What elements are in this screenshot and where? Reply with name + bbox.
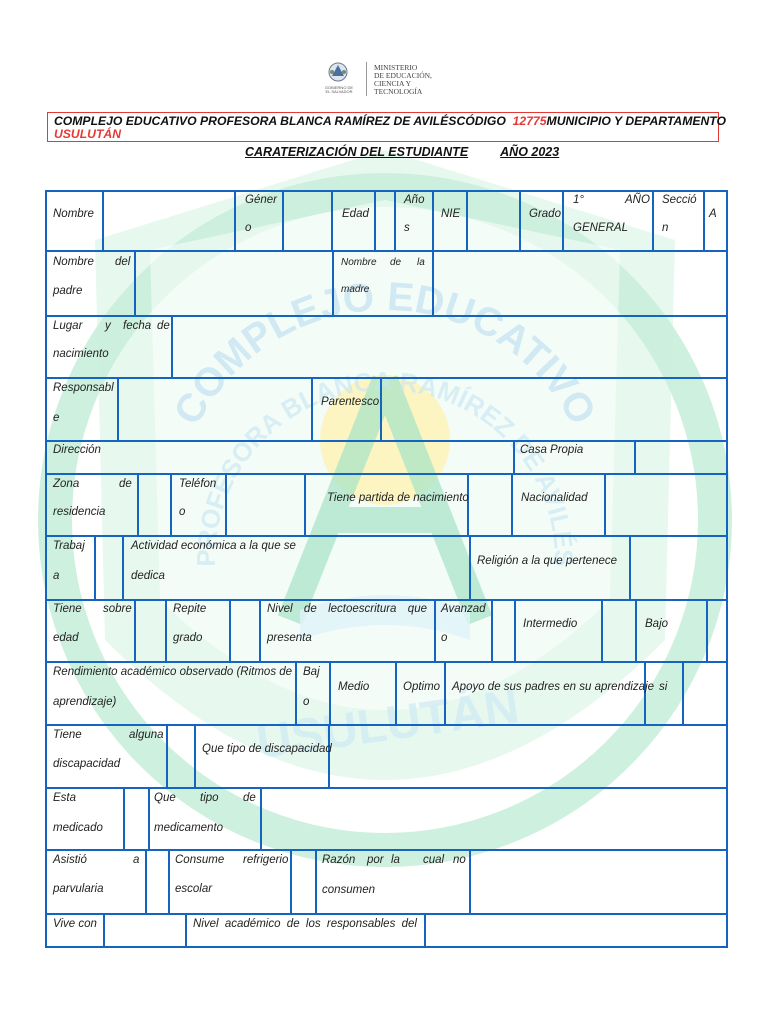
label-optimo: Optimo: [403, 681, 441, 693]
label-nivel-2: presenta: [267, 632, 312, 644]
label-rend-bajo-2: o: [303, 696, 310, 708]
label-tipo-discapacidad: Que tipo de discapacidad: [202, 743, 332, 755]
label-apoyo-padres: Apoyo de sus padres en su aprendizaje: [452, 681, 655, 693]
grado-value-3: GENERAL: [573, 222, 628, 234]
label-telefono-1: Teléfon: [179, 478, 217, 490]
label-casa-propia: Casa Propia: [520, 444, 584, 456]
label-edad: Edad: [342, 208, 369, 220]
label-actividad-1: Actividad económica a la que se: [131, 540, 296, 552]
label-razon-2: por: [367, 854, 384, 866]
label-medicamento-4: medicamento: [154, 822, 224, 834]
school-header: COMPLEJO EDUCATIVO PROFESORA BLANCA RAMÍ…: [47, 112, 726, 142]
label-intermedio: Intermedio: [523, 618, 578, 630]
label-discapacidad-2: alguna: [129, 729, 164, 741]
label-refrigerio-2: refrigerio: [243, 854, 289, 866]
label-nombre-madre-3: la: [417, 257, 425, 268]
label-medicamento-3: de: [243, 792, 256, 804]
label-anos-1: Año: [404, 194, 425, 206]
label-nombre-padre-1: Nombre: [53, 256, 94, 268]
label-religion: Religión a la que pertenece: [477, 555, 618, 567]
label-genero-2: o: [245, 222, 252, 234]
label-lugar-2: y: [105, 320, 111, 332]
label-responsable-2: e: [53, 412, 60, 424]
label-razon-4: cual: [423, 854, 445, 866]
label-nombre-madre-4: madre: [341, 284, 370, 295]
school-name: COMPLEJO EDUCATIVO PROFESORA BLANCA RAMÍ…: [54, 114, 457, 128]
label-medicamento-2: tipo: [200, 792, 219, 804]
label-parvularia-1: Asistió: [53, 854, 87, 866]
label-parentesco: Parentesco: [321, 396, 380, 408]
label-partida: Tiene partida de nacimiento: [327, 492, 469, 504]
label-responsable-1: Responsabl: [53, 382, 114, 394]
logo-divider: [366, 62, 367, 96]
label-trabaja-2: a: [53, 570, 60, 582]
label-parvularia-3: parvularia: [53, 883, 104, 895]
label-medicado-1: Esta: [53, 792, 77, 804]
label-zona-1: Zona: [53, 478, 80, 490]
label-repite-1: Repite: [173, 603, 207, 615]
school-code: CÓDIGO 12775: [456, 114, 547, 128]
label-repite-2: grado: [173, 632, 203, 644]
label-telefono-2: o: [179, 506, 186, 518]
label-seccion-1: Secció: [662, 194, 697, 206]
label-nacionalidad: Nacionalidad: [521, 492, 588, 504]
label-lugar-5: nacimiento: [53, 348, 109, 360]
label-rend-bajo-1: Baj: [303, 666, 320, 678]
label-razon-5: no: [453, 854, 466, 866]
label-refrigerio-3: escolar: [175, 883, 213, 895]
label-nombre-padre-2: del: [115, 256, 131, 268]
label-nombre: Nombre: [53, 208, 94, 220]
label-sobre-edad-1: Tiene: [53, 603, 82, 615]
label-vive-con: Vive con: [53, 918, 97, 930]
form-grid-lines: [45, 190, 728, 948]
label-lugar-1: Lugar: [53, 320, 83, 332]
apoyo-padres-value: si: [659, 681, 668, 693]
label-rendimiento-2: aprendizaje): [53, 696, 117, 708]
municipality-label: MUNICIPIO Y DEPARTAMENTO: [546, 114, 726, 128]
label-medicado-2: medicado: [53, 822, 103, 834]
label-medicamento-1: Que: [154, 792, 176, 804]
label-avanzado-1: Avanzad: [441, 603, 486, 615]
label-zona-2: de: [119, 478, 132, 490]
label-direccion: Dirección: [53, 444, 101, 456]
student-form: Nombre Géner o Edad Año s NIE Grado 1° A…: [45, 190, 728, 948]
label-sobre-edad-3: edad: [53, 632, 79, 644]
label-medio: Medio: [338, 681, 370, 693]
label-seccion-2: n: [662, 222, 669, 234]
label-discapacidad-1: Tiene: [53, 729, 82, 741]
el-salvador-crest-icon: [328, 62, 348, 82]
label-grado: Grado: [529, 208, 561, 220]
label-discapacidad-3: discapacidad: [53, 758, 121, 770]
municipality-value: USULUTÁN: [54, 127, 122, 141]
label-avanzado-2: o: [441, 632, 448, 644]
label-razon-6: consumen: [322, 884, 376, 896]
label-trabaja-1: Trabaj: [53, 540, 85, 552]
label-anos-2: s: [404, 222, 410, 234]
label-lugar-4: de: [157, 320, 170, 332]
label-actividad-2: dedica: [131, 570, 165, 582]
label-lugar-3: fecha: [123, 320, 152, 332]
seccion-value: A: [709, 208, 717, 220]
label-genero-1: Géner: [245, 194, 277, 206]
label-nombre-madre-1: Nombre: [341, 257, 377, 268]
grado-value-1: 1°: [573, 194, 584, 206]
label-razon-1: Razón: [322, 854, 356, 866]
label-sobre-edad-2: sobre: [103, 603, 132, 615]
grado-value-2: AÑO: [625, 194, 650, 206]
label-nivel-1: Nivel de lectoescritura que: [267, 603, 427, 615]
label-zona-3: residencia: [53, 506, 106, 518]
label-razon-3: la: [391, 854, 400, 866]
label-bajo: Bajo: [645, 618, 669, 630]
label-rendimiento-1: Rendimiento académico observado (Ritmos …: [53, 666, 293, 678]
label-nivel-academico: Nivel académico de los responsables del: [193, 918, 417, 930]
label-refrigerio-1: Consume: [175, 854, 225, 866]
label-parvularia-2: a: [133, 854, 140, 866]
label-nombre-padre-3: padre: [53, 285, 83, 297]
label-nombre-madre-2: de: [390, 257, 402, 268]
label-nie: NIE: [441, 208, 461, 220]
